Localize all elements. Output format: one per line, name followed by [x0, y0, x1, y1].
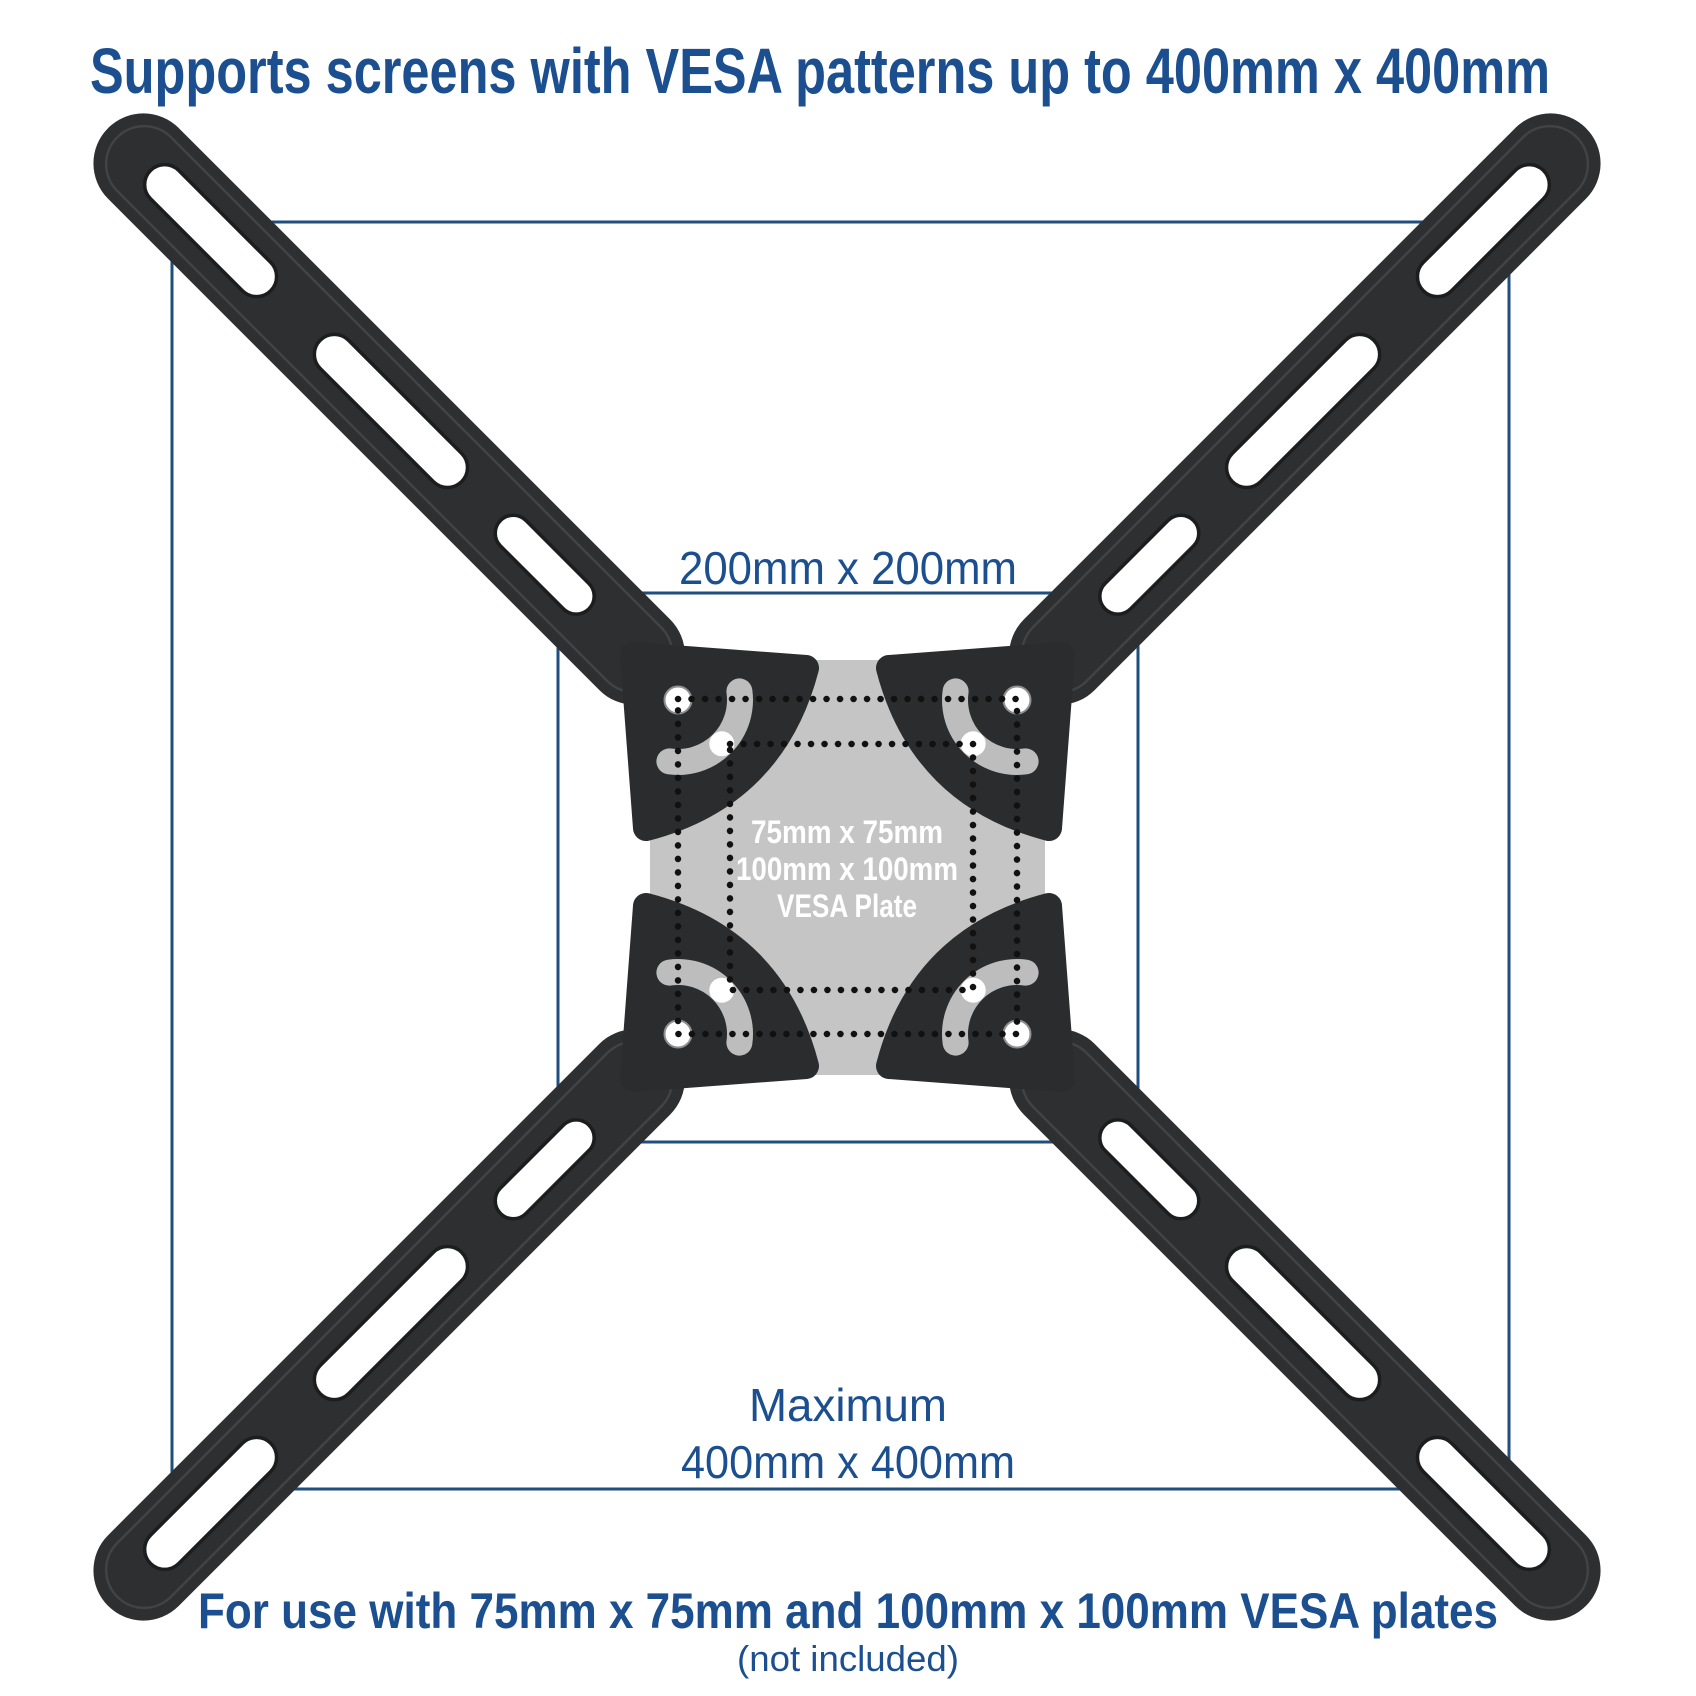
- plate-label-100mm: 100mm x 100mm: [736, 851, 958, 887]
- plate-label-vesa: VESA Plate: [777, 888, 917, 924]
- plate-label-75mm: 75mm x 75mm: [751, 814, 943, 850]
- footer-compatibility-text: For use with 75mm x 75mm and 100mm x 100…: [198, 1583, 1498, 1639]
- footer-not-included-text: (not included): [737, 1638, 959, 1679]
- page-title: Supports screens with VESA patterns up t…: [90, 35, 1550, 107]
- dotted-square-75mm: [726, 740, 977, 994]
- label-400mm-pattern: 400mm x 400mm: [681, 1436, 1015, 1488]
- label-maximum: Maximum: [749, 1379, 947, 1431]
- label-200mm-pattern: 200mm x 200mm: [679, 542, 1017, 594]
- outline-400mm-square: [170, 220, 1511, 1491]
- outline-200mm-square: [556, 591, 1140, 1144]
